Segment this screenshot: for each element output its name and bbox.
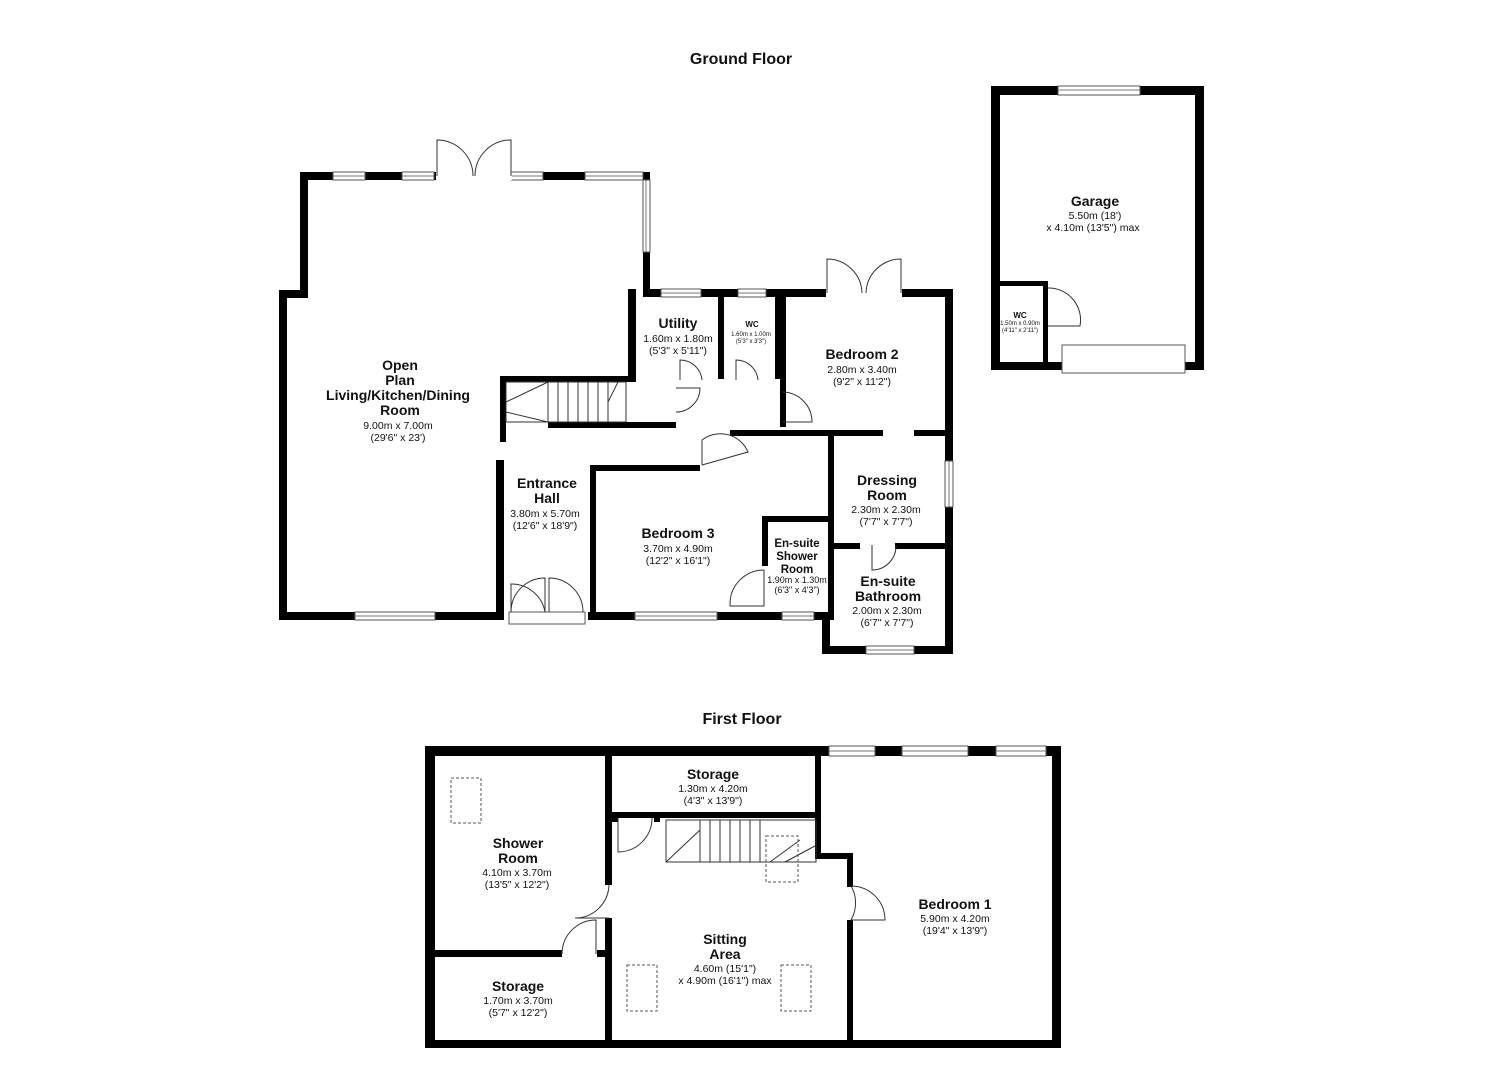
room-label-storage-bottom: Storage 1.70m x 3.70m (5'7" x 12'2") <box>483 978 553 1019</box>
svg-text:x 4.90m (16'1") max: x 4.90m (16'1") max <box>678 975 772 987</box>
ground-floor-windows <box>332 171 954 655</box>
svg-text:Bedroom 2: Bedroom 2 <box>825 346 898 362</box>
room-label-ensuite-shower: En-suite Shower Room 1.90m x 1.30m (6'3"… <box>767 538 827 595</box>
svg-text:(13'5" x 12'2"): (13'5" x 12'2") <box>485 879 550 891</box>
svg-text:1.70m x 3.70m: 1.70m x 3.70m <box>483 995 553 1007</box>
svg-text:(12'2" x 16'1"): (12'2" x 16'1") <box>646 555 711 567</box>
skylights <box>450 777 812 1012</box>
svg-text:(4'11" x 2'11"): (4'11" x 2'11") <box>1002 328 1038 334</box>
svg-text:Hall: Hall <box>534 490 560 506</box>
svg-text:Room: Room <box>380 402 420 418</box>
svg-text:9.00m x 7.00m: 9.00m x 7.00m <box>363 420 433 432</box>
svg-text:Room: Room <box>781 564 814 576</box>
svg-text:1.30m x 4.20m: 1.30m x 4.20m <box>678 783 748 795</box>
svg-text:Area: Area <box>709 946 740 962</box>
svg-text:Living/Kitchen/Dining: Living/Kitchen/Dining <box>326 387 470 403</box>
svg-text:Sitting: Sitting <box>703 931 747 947</box>
svg-text:Entrance: Entrance <box>517 475 577 491</box>
svg-text:Storage: Storage <box>492 978 544 994</box>
svg-text:En-suite: En-suite <box>774 538 819 550</box>
svg-text:(7'7" x 7'7"): (7'7" x 7'7") <box>860 516 913 528</box>
svg-text:Room: Room <box>498 850 538 866</box>
svg-text:WC: WC <box>1013 311 1027 320</box>
svg-text:WC: WC <box>745 320 759 329</box>
room-label-wc-ground: WC 1.60m x 1.00m (5'3" x 3'3") <box>731 320 771 345</box>
room-label-living: Open Plan Living/Kitchen/Dining Room 9.0… <box>326 357 470 444</box>
svg-text:1.60m x 1.80m: 1.60m x 1.80m <box>643 333 713 345</box>
room-label-wc-garage: WC 1.50m x 0.90m (4'11" x 2'11") <box>1000 311 1040 334</box>
first-floor-walls <box>425 745 1061 1048</box>
svg-text:2.30m x 2.30m: 2.30m x 2.30m <box>851 504 921 516</box>
svg-text:Open: Open <box>382 357 418 373</box>
room-label-bedroom3: Bedroom 3 3.70m x 4.90m (12'2" x 16'1") <box>641 525 714 567</box>
ground-floor-stairs <box>505 381 627 423</box>
svg-text:5.50m (18'): 5.50m (18') <box>1069 210 1122 222</box>
svg-text:Shower: Shower <box>493 835 544 851</box>
svg-text:En-suite: En-suite <box>860 573 915 589</box>
ground-floor-doors <box>436 139 902 613</box>
svg-text:(4'3" x 13'9"): (4'3" x 13'9") <box>684 795 743 807</box>
svg-text:(6'7" x 7'7"): (6'7" x 7'7") <box>861 617 914 629</box>
room-label-shower-room: Shower Room 4.10m x 3.70m (13'5" x 12'2"… <box>482 835 552 891</box>
svg-text:x 4.10m (13'5") max: x 4.10m (13'5") max <box>1046 222 1140 234</box>
svg-text:Room: Room <box>867 487 907 503</box>
svg-text:(19'4" x 13'9"): (19'4" x 13'9") <box>923 925 988 937</box>
svg-text:(29'6" x 23'): (29'6" x 23') <box>370 432 425 444</box>
room-label-sitting: Sitting Area 4.60m (15'1") x 4.90m (16'1… <box>678 931 772 987</box>
svg-text:Dressing: Dressing <box>857 472 917 488</box>
svg-text:2.00m x 2.30m: 2.00m x 2.30m <box>852 605 922 617</box>
svg-text:Bathroom: Bathroom <box>855 588 921 604</box>
room-label-dressing: Dressing Room 2.30m x 2.30m (7'7" x 7'7"… <box>851 472 921 528</box>
garage-walls <box>991 85 1204 374</box>
ground-floor-title: Ground Floor <box>690 51 792 68</box>
first-floor-stairs <box>665 819 817 863</box>
svg-text:1.90m x 1.30m: 1.90m x 1.30m <box>767 575 827 585</box>
svg-text:3.80m x 5.70m: 3.80m x 5.70m <box>510 508 580 520</box>
room-label-utility: Utility 1.60m x 1.80m (5'3" x 5'11") <box>643 315 713 357</box>
svg-text:Shower: Shower <box>776 551 818 563</box>
svg-text:Bedroom 1: Bedroom 1 <box>918 896 991 912</box>
room-label-garage: Garage 5.50m (18') x 4.10m (13'5") max <box>1046 193 1140 234</box>
svg-text:(9'2" x 11'2"): (9'2" x 11'2") <box>833 376 891 388</box>
svg-text:1.50m x 0.90m: 1.50m x 0.90m <box>1000 321 1040 327</box>
room-label-ensuite-bath: En-suite Bathroom 2.00m x 2.30m (6'7" x … <box>852 573 922 629</box>
svg-text:4.10m x 3.70m: 4.10m x 3.70m <box>482 867 552 879</box>
svg-text:5.90m x 4.20m: 5.90m x 4.20m <box>920 913 990 925</box>
svg-text:Bedroom 3: Bedroom 3 <box>641 525 714 541</box>
svg-text:Storage: Storage <box>687 766 739 782</box>
svg-text:1.60m x 1.00m: 1.60m x 1.00m <box>731 332 771 338</box>
room-label-storage-top: Storage 1.30m x 4.20m (4'3" x 13'9") <box>678 766 748 807</box>
room-label-bedroom1: Bedroom 1 5.90m x 4.20m (19'4" x 13'9") <box>918 896 991 937</box>
svg-text:Utility: Utility <box>659 315 698 331</box>
first-floor-doors <box>561 817 886 955</box>
svg-text:Garage: Garage <box>1071 193 1119 209</box>
svg-text:Plan: Plan <box>385 372 415 388</box>
svg-text:(5'3" x 5'11"): (5'3" x 5'11") <box>649 345 707 357</box>
svg-text:3.70m x 4.90m: 3.70m x 4.90m <box>643 543 713 555</box>
room-label-bedroom2: Bedroom 2 2.80m x 3.40m (9'2" x 11'2") <box>825 346 898 388</box>
first-floor-title: First Floor <box>702 711 781 728</box>
svg-text:(5'3" x 3'3"): (5'3" x 3'3") <box>736 339 766 345</box>
room-label-entrance: Entrance Hall 3.80m x 5.70m (12'6" x 18'… <box>510 475 580 532</box>
svg-text:4.60m (15'1"): 4.60m (15'1") <box>694 963 756 975</box>
svg-text:2.80m x 3.40m: 2.80m x 3.40m <box>827 364 897 376</box>
svg-text:(5'7" x 12'2"): (5'7" x 12'2") <box>489 1007 548 1019</box>
svg-text:(6'3" x 4'3"): (6'3" x 4'3") <box>774 585 819 595</box>
svg-text:(12'6" x 18'9"): (12'6" x 18'9") <box>513 520 578 532</box>
